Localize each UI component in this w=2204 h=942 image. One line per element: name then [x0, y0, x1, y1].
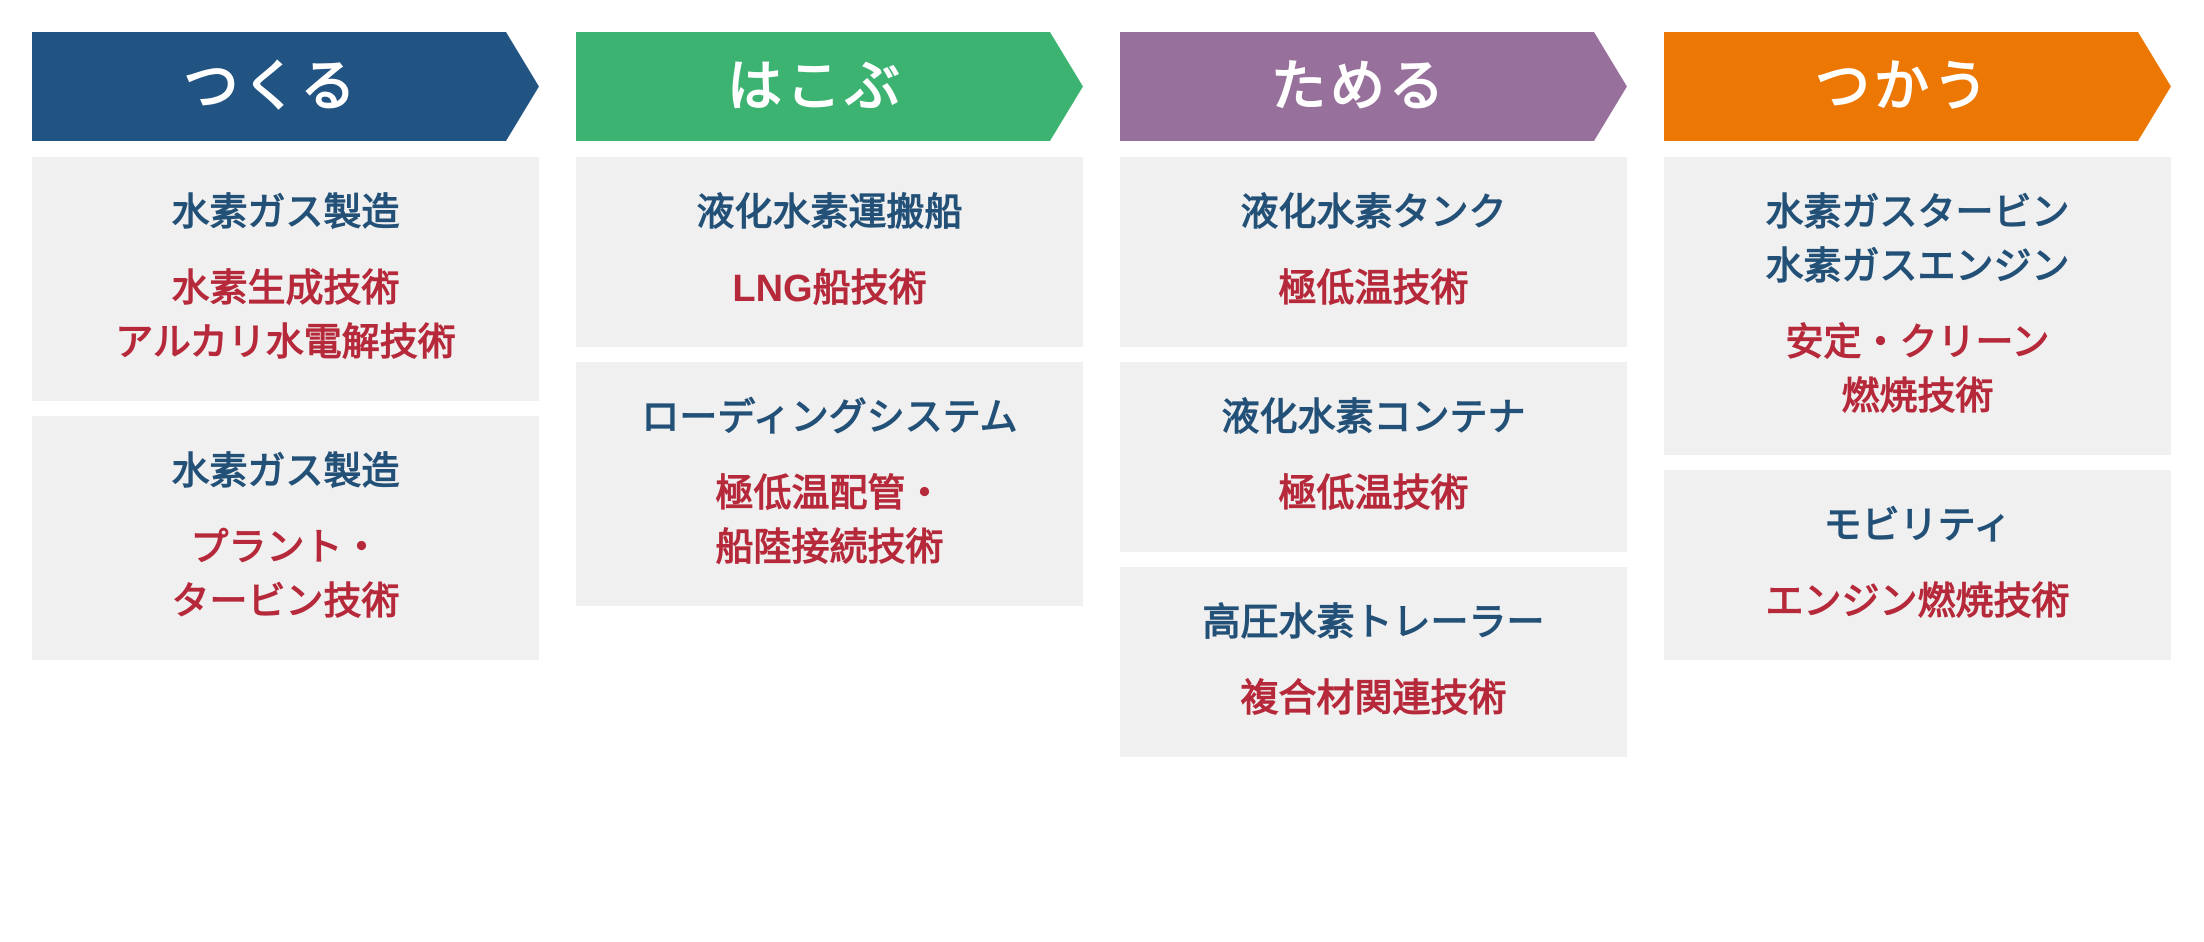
- card-technology-label: タービン技術: [171, 580, 400, 623]
- stage-column-hakobu: はこぶ液化水素運搬船 LNG船技術ローディングシステム極低温配管・船陸接続技術: [576, 32, 1083, 606]
- stage-card-list: 液化水素運搬船 LNG船技術ローディングシステム極低温配管・船陸接続技術: [576, 157, 1083, 606]
- stage-column-tsukuru: つくる水素ガス製造水素生成技術アルカリ水電解技術水素ガス製造プラント・タービン技…: [32, 32, 539, 660]
- arrow-right-icon: [576, 32, 1083, 141]
- technology-card[interactable]: 液化水素コンテナ極低温技術: [1120, 361, 1627, 552]
- card-product-label: 液化水素コンテナ: [1221, 396, 1526, 439]
- stage-column-tameru: ためる液化水素タンク極低温技術液化水素コンテナ極低温技術高圧水素トレーラー複合材…: [1120, 32, 1627, 757]
- stage-header-label: はこぶ: [726, 55, 904, 117]
- card-product-label: 水素ガス製造: [171, 192, 400, 234]
- card-technology-label: アルカリ水電解技術: [115, 321, 456, 364]
- technology-card[interactable]: 水素ガスタービン水素ガスエンジン安定・クリーン燃焼技術: [1664, 157, 2171, 455]
- card-technology-label: 極低温技術: [1278, 267, 1469, 310]
- card-technology-label: 水素生成技術: [171, 267, 400, 310]
- technology-card[interactable]: 液化水素運搬船 LNG船技術: [576, 157, 1083, 347]
- card-product-label: ローディングシステム: [641, 396, 1018, 439]
- stage-header-label: つかう: [1814, 55, 1992, 117]
- stage-card-list: 水素ガスタービン水素ガスエンジン安定・クリーン燃焼技術モビリティエンジン燃焼技術: [1664, 157, 2171, 660]
- stage-column-tsukau: つかう水素ガスタービン水素ガスエンジン安定・クリーン燃焼技術モビリティエンジン燃…: [1664, 32, 2171, 660]
- stage-header-hakobu[interactable]: はこぶ: [576, 32, 1083, 141]
- card-product-label: 水素ガスエンジン: [1765, 245, 2070, 288]
- technology-card[interactable]: 水素ガス製造プラント・タービン技術: [32, 415, 539, 660]
- card-technology-label: 極低温技術: [1278, 472, 1469, 515]
- card-technology-label: エンジン燃焼技術: [1765, 580, 2070, 623]
- card-product-label: 高圧水素トレーラー: [1202, 601, 1545, 644]
- technology-card[interactable]: ローディングシステム極低温配管・船陸接続技術: [576, 361, 1083, 606]
- technology-card[interactable]: 液化水素タンク極低温技術: [1120, 157, 1627, 347]
- card-product-label: 液化水素運搬船: [696, 192, 963, 234]
- technology-card[interactable]: モビリティエンジン燃焼技術: [1664, 469, 2171, 660]
- card-technology-label: 船陸接続技術: [715, 526, 944, 569]
- stage-header-label: つくる: [183, 55, 360, 117]
- stage-card-list: 水素ガス製造水素生成技術アルカリ水電解技術水素ガス製造プラント・タービン技術: [32, 157, 539, 660]
- card-product-label: 水素ガスタービン: [1765, 192, 2070, 234]
- card-product-label: モビリティ: [1823, 504, 2012, 547]
- card-product-label: 液化水素タンク: [1240, 192, 1507, 234]
- card-product-label: 水素ガス製造: [171, 450, 400, 493]
- arrow-right-icon: [1664, 32, 2171, 141]
- card-technology-label: 燃焼技術: [1841, 375, 1994, 418]
- stage-header-label: ためる: [1270, 55, 1448, 117]
- stage-header-tameru[interactable]: ためる: [1120, 32, 1627, 141]
- technology-card[interactable]: 水素ガス製造水素生成技術アルカリ水電解技術: [32, 157, 539, 401]
- card-technology-label: 安定・クリーン: [1785, 321, 2050, 364]
- technology-card[interactable]: 高圧水素トレーラー複合材関連技術: [1120, 566, 1627, 757]
- stage-header-tsukuru[interactable]: つくる: [32, 32, 539, 141]
- stage-card-list: 液化水素タンク極低温技術液化水素コンテナ極低温技術高圧水素トレーラー複合材関連技…: [1120, 157, 1627, 757]
- arrow-right-icon: [1120, 32, 1627, 141]
- card-technology-label: プラント・: [190, 526, 381, 569]
- card-technology-label: 複合材関連技術: [1240, 677, 1507, 720]
- card-technology-label: LNG船技術: [732, 267, 927, 310]
- card-technology-label: 極低温配管・: [715, 472, 944, 515]
- stage-header-tsukau[interactable]: つかう: [1664, 32, 2171, 141]
- arrow-right-icon: [32, 32, 539, 141]
